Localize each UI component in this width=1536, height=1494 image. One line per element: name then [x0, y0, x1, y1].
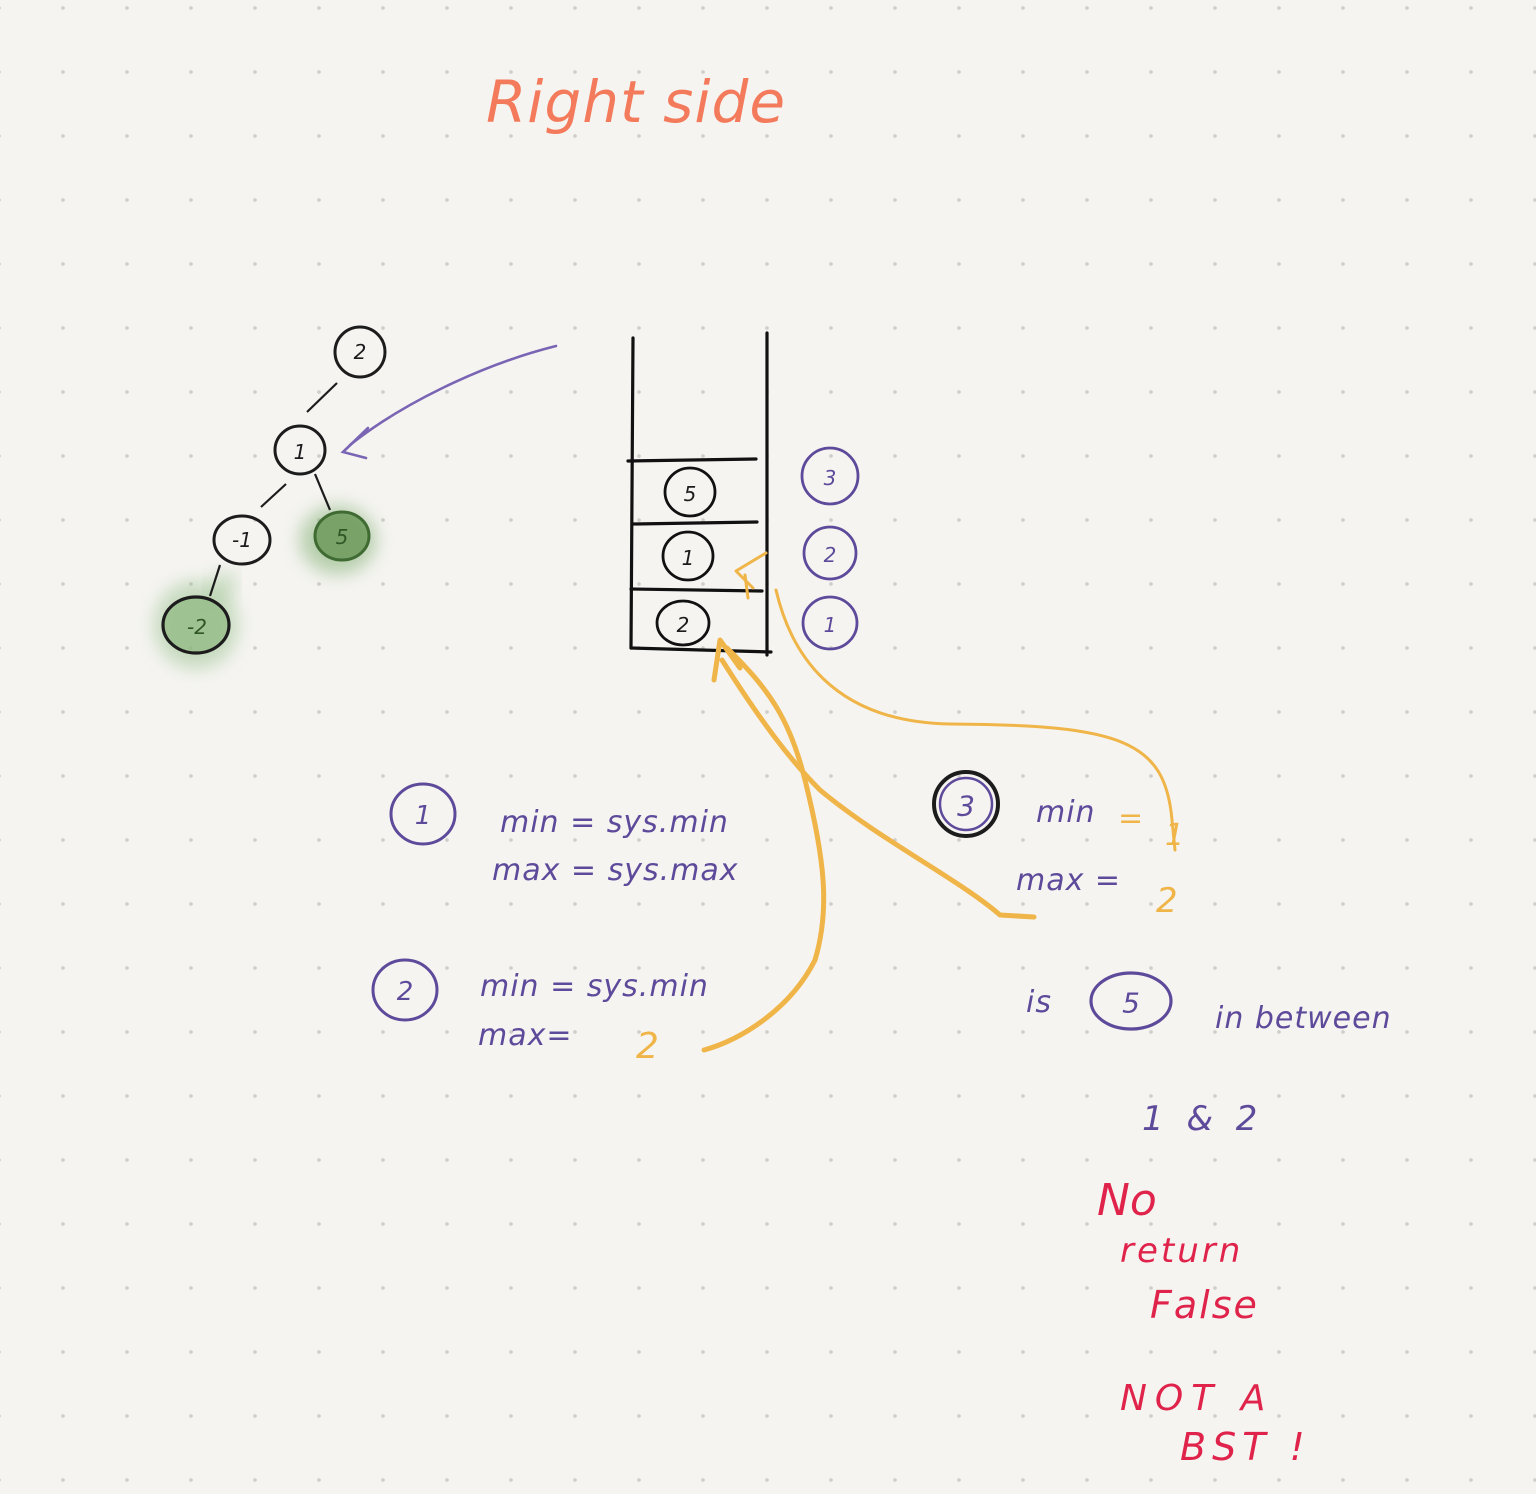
svg-text:5: 5 [336, 525, 349, 549]
svg-text:min = sys.min: min = sys.min [500, 805, 729, 840]
svg-text:5: 5 [1122, 987, 1140, 1020]
svg-text:2: 2 [824, 543, 837, 567]
page-title: Right side [486, 68, 786, 136]
svg-text:-2: -2 [187, 615, 207, 639]
stack-index-2: 2 [802, 525, 858, 581]
tree-node-5: 5 [313, 510, 371, 562]
step-2-badge [371, 958, 439, 1022]
svg-text:2: 2 [354, 340, 367, 364]
svg-text:5: 5 [684, 482, 697, 506]
svg-text:1 & 2: 1 & 2 [1142, 1099, 1263, 1139]
tree-edge [306, 382, 338, 413]
svg-text:NOT A: NOT A [1120, 1378, 1273, 1419]
svg-text:1: 1 [294, 440, 307, 464]
stack-frame-2: 2 [655, 599, 711, 647]
svg-text:-1: -1 [232, 528, 252, 552]
pointer-arrow [340, 344, 558, 460]
svg-text:1: 1 [1165, 818, 1185, 853]
glow-edge [203, 568, 241, 607]
call-stack: 5 1 2 3 2 1 [626, 331, 860, 657]
binary-tree: 2 1 -1 5 -2 [154, 325, 387, 669]
svg-text:2: 2 [636, 1026, 659, 1067]
stack-bottom [629, 646, 773, 654]
svg-text:BST !: BST ! [1180, 1425, 1311, 1469]
question: is 5 in between 1 & 2 [1026, 971, 1392, 1139]
question-value-badge [1089, 971, 1173, 1031]
stack-frame-1: 1 [661, 530, 715, 582]
tree-node-1: 1 [273, 424, 327, 476]
svg-text:2: 2 [1156, 881, 1178, 921]
step-3-badge [932, 770, 1000, 838]
svg-text:=: = [1118, 801, 1144, 836]
svg-text:1: 1 [415, 801, 432, 831]
svg-text:No: No [1097, 1175, 1157, 1226]
svg-text:min = sys.min: min = sys.min [480, 969, 709, 1004]
stack-index-1: 1 [801, 595, 859, 651]
tree-edge [208, 564, 222, 597]
svg-text:1: 1 [682, 546, 695, 570]
stack-wall-left [629, 336, 635, 650]
svg-text:max =: max = [1016, 863, 1121, 898]
tree-edge [260, 483, 287, 508]
svg-text:return: return [1120, 1231, 1243, 1271]
step-1-badge [389, 782, 457, 846]
svg-text:1: 1 [824, 613, 837, 637]
conclusion: No return False NOT A BST ! [1097, 1175, 1311, 1469]
svg-text:False: False [1150, 1283, 1259, 1327]
step-2-note: 2 min = sys.min max= 2 [371, 958, 709, 1067]
step-1-note: 1 min = sys.min max = sys.max [389, 782, 739, 888]
value-arrows [701, 551, 1177, 1053]
svg-text:3: 3 [957, 790, 975, 823]
stack-frame-5: 5 [663, 466, 717, 518]
step-3-note: 3 min = 1 max = 2 [932, 770, 1185, 921]
svg-text:is: is [1026, 985, 1052, 1020]
tree-node-neg2: -2 [161, 595, 231, 655]
tree-edge [313, 473, 332, 511]
svg-text:max=: max= [478, 1018, 573, 1053]
svg-text:2: 2 [677, 613, 690, 637]
tree-node-neg1: -1 [212, 514, 272, 566]
svg-text:min: min [1036, 795, 1096, 830]
stack-divider [626, 457, 758, 463]
svg-text:3: 3 [824, 466, 837, 490]
tree-node-2: 2 [333, 325, 387, 379]
svg-text:2: 2 [397, 977, 414, 1007]
stack-divider [631, 520, 759, 526]
stack-index-3: 3 [800, 446, 860, 506]
stack-divider [629, 587, 764, 593]
svg-text:in between: in between [1215, 1001, 1392, 1036]
svg-text:max = sys.max: max = sys.max [492, 853, 739, 888]
